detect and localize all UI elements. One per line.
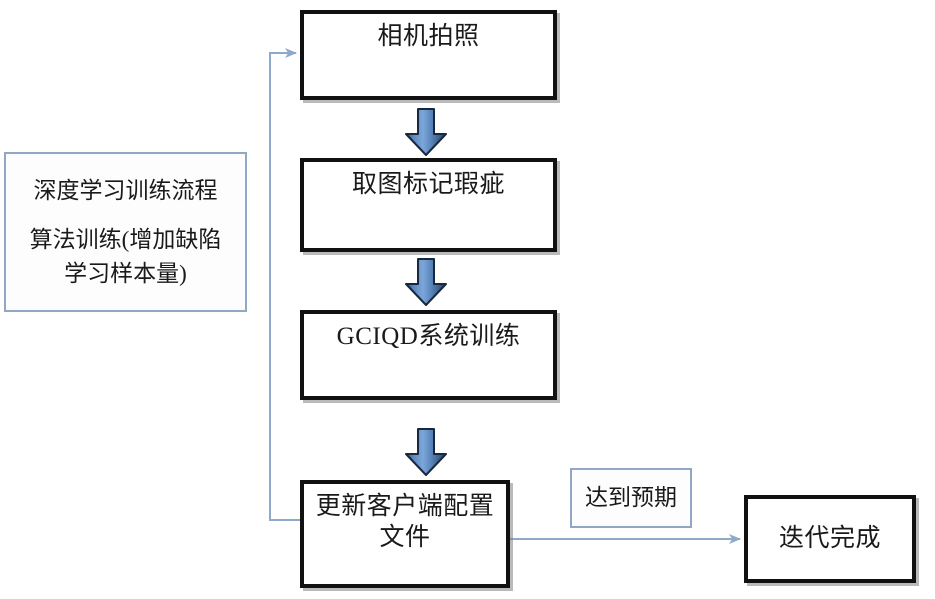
condition-label: 达到预期 [585,485,677,511]
note-line-1: 深度学习训练流程 [33,177,218,203]
condition-label-box: 达到预期 [570,468,692,528]
step-camera-capture-label: 相机拍照 [377,23,480,50]
step-update-client-config[interactable]: 更新客户端配置 文件 [300,480,510,588]
step-camera-capture[interactable]: 相机拍照 [300,10,557,100]
down-block-arrow-1 [404,108,448,156]
step-mark-defects[interactable]: 取图标记瑕疵 [300,158,557,252]
note-line-2: 算法训练(增加缺陷 学习样本量) [29,227,222,286]
feedback-loop-arrow [269,48,302,521]
step-gciqd-training[interactable]: GCIQD系统训练 [300,310,557,400]
step-gciqd-training-label: GCIQD系统训练 [336,323,521,350]
step-mark-defects-label: 取图标记瑕疵 [351,171,505,198]
step-update-client-config-label: 更新客户端配置 文件 [315,493,495,551]
end-node-iteration-complete[interactable]: 迭代完成 [744,495,916,583]
down-block-arrow-2 [404,258,448,306]
training-process-note: 深度学习训练流程 算法训练(增加缺陷 学习样本量) [4,152,247,312]
end-node-label: 迭代完成 [778,524,881,552]
down-block-arrow-3 [404,428,448,476]
